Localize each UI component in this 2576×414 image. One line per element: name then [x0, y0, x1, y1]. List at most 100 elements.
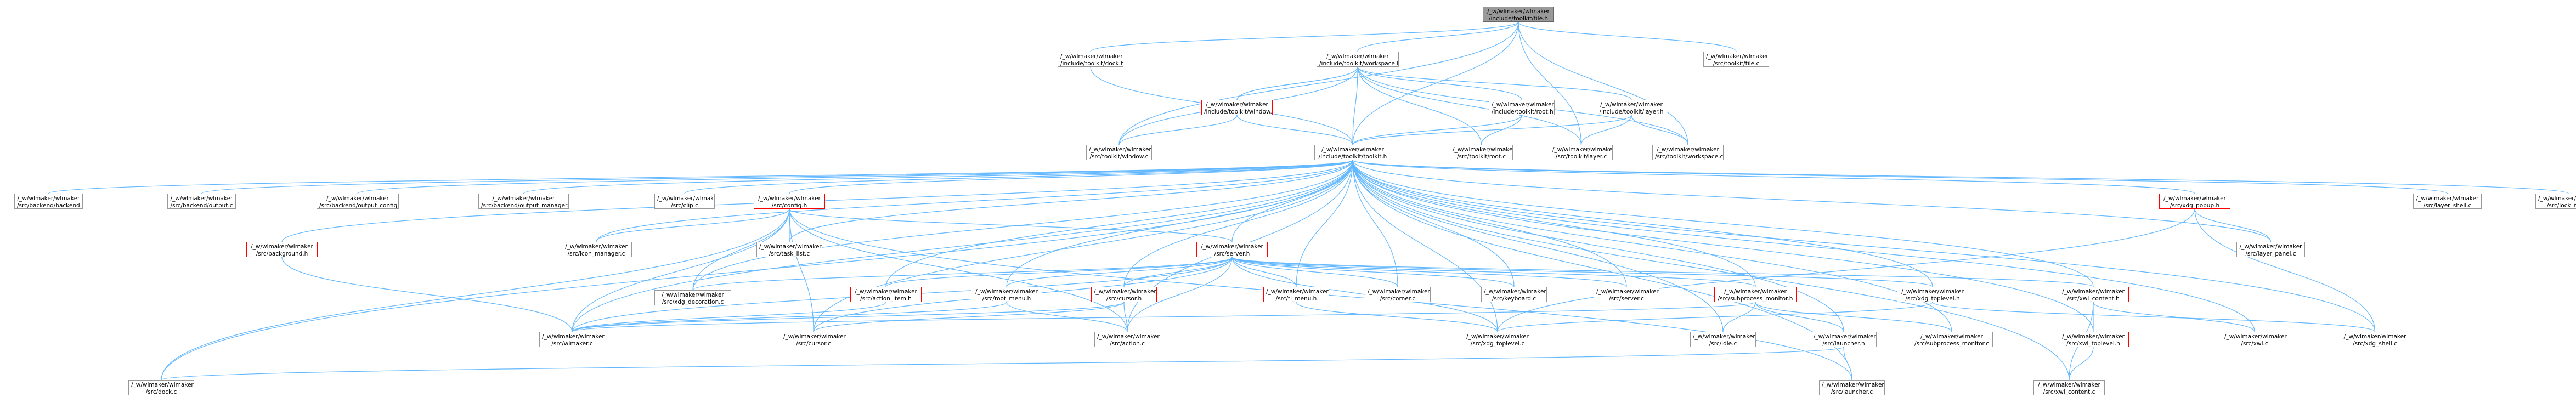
- node-layer-panel-c[interactable]: /_w/wlmaker/wlmaker/src/layer_panel.c: [2236, 242, 2305, 257]
- node-task-list-c[interactable]: /_w/wlmaker/wlmaker/src/task_list.c: [756, 242, 822, 257]
- node-cursor-c[interactable]: /_w/wlmaker/wlmaker/src/cursor.c: [781, 332, 846, 347]
- edge-layer_h-to-workspace_c: [1631, 115, 1688, 145]
- node-server-c[interactable]: /_w/wlmaker/wlmaker/src/server.c: [1594, 287, 1659, 302]
- node-file-line: /src/backend/output_config.c: [319, 202, 399, 209]
- edge-toolkit_h-to-xdg_decoration_c: [692, 160, 1353, 291]
- node-icon-manager-c[interactable]: /_w/wlmaker/wlmaker/src/icon_manager.c: [561, 242, 632, 257]
- edge-window_h-to-window_c: [1118, 115, 1238, 145]
- edge-config_h-to-cursor_c: [789, 208, 814, 332]
- edge-toolkit_h-to-keyboard_c: [1352, 160, 1515, 287]
- node-xwl-content-c[interactable]: /_w/wlmaker/wlmaker/src/xwl_content.c: [2033, 380, 2105, 395]
- node-file-line: /src/xwl.c: [2241, 341, 2268, 347]
- node-root-c[interactable]: /_w/wlmaker/wlmaker/src/toolkit/root.c: [1450, 145, 1513, 160]
- node-xdg-toplevel-h[interactable]: /_w/wlmaker/wlmaker/src/xdg_toplevel.h: [1897, 287, 1968, 302]
- node-path-line: /_w/wlmaker/wlmaker: [1453, 146, 1513, 153]
- node-path-line: /_w/wlmaker/wlmaker: [1206, 101, 1268, 108]
- node-action-c[interactable]: /_w/wlmaker/wlmaker/src/action.c: [1094, 332, 1160, 347]
- node-xwl-c[interactable]: /_w/wlmaker/wlmaker/src/xwl.c: [2222, 332, 2287, 347]
- node-path-line: /_w/wlmaker/wlmaker: [2538, 195, 2576, 202]
- edge-toolkit_h-to-output_manager_c: [523, 160, 1353, 194]
- node-file-line: /src/toolkit/tile.c: [1713, 60, 1760, 67]
- edge-workspace_h-to-layer_c: [1357, 66, 1582, 145]
- node-window-h[interactable]: /_w/wlmaker/wlmaker/include/toolkit/wind…: [1201, 100, 1273, 115]
- node-xdg-popup-h[interactable]: /_w/wlmaker/wlmaker/src/xdg_popup.h: [2159, 194, 2230, 209]
- edge-server_h-to-xdg_toplevel_h: [1231, 257, 1933, 287]
- edge-layer_h-to-layer_c: [1580, 115, 1632, 145]
- node-xwl-toplevel-h[interactable]: /_w/wlmaker/wlmaker/src/xwl_toplevel.h: [2058, 332, 2129, 347]
- node-path-line: /_w/wlmaker/wlmaker: [2239, 243, 2302, 250]
- node-file-line: /include/toolkit/toolkit.h: [1318, 154, 1387, 160]
- node-keyboard-c[interactable]: /_w/wlmaker/wlmaker/src/keyboard.c: [1481, 287, 1547, 302]
- node-file-line: /src/backend/output.c: [170, 202, 233, 209]
- node-background-h[interactable]: /_w/wlmaker/wlmaker/src/background.h: [246, 242, 318, 257]
- node-wlmaker-c[interactable]: /_w/wlmaker/wlmaker/src/wlmaker.c: [539, 332, 605, 347]
- edge-background_h-to-wlmaker_c: [281, 257, 573, 332]
- node-path-line: /_w/wlmaker/wlmaker: [17, 195, 80, 202]
- node-dock-c[interactable]: /_w/wlmaker/wlmaker/src/dock.c: [128, 380, 194, 395]
- node-path-line: /_w/wlmaker/wlmaker: [542, 333, 605, 340]
- node-path-line: /_w/wlmaker/wlmaker: [565, 243, 628, 250]
- node-xdg-decoration-c[interactable]: /_w/wlmaker/wlmaker/src/xdg_decoration.c: [654, 290, 731, 305]
- node-cursor-h[interactable]: /_w/wlmaker/wlmaker/src/cursor.h: [1091, 287, 1157, 302]
- node-root-h[interactable]: /_w/wlmaker/wlmaker/include/toolkit/root…: [1489, 100, 1555, 115]
- node-workspace-h[interactable]: /_w/wlmaker/wlmaker/include/toolkit/work…: [1317, 52, 1399, 67]
- node-root-menu-h[interactable]: /_w/wlmaker/wlmaker/src/root_menu.h: [971, 287, 1042, 302]
- node-output-config-c[interactable]: /_w/wlmaker/wlmaker/src/backend/output_c…: [317, 194, 399, 209]
- node-tl-menu-h[interactable]: /_w/wlmaker/wlmaker/src/tl_menu.h: [1263, 287, 1329, 302]
- node-corner-c[interactable]: /_w/wlmaker/wlmaker/src/corner.c: [1365, 287, 1431, 302]
- node-action-item-h[interactable]: /_w/wlmaker/wlmaker/src/action_item.h: [850, 287, 922, 302]
- node-tile-c[interactable]: /_w/wlmaker/wlmaker/src/toolkit/tile.c: [1703, 52, 1769, 67]
- edge-toolkit_h-to-cursor_h: [1123, 160, 1353, 287]
- edge-workspace_h-to-layer_h: [1357, 66, 1632, 100]
- node-layer-c[interactable]: /_w/wlmaker/wlmaker/src/toolkit/layer.c: [1550, 145, 1613, 160]
- node-launcher-c[interactable]: /_w/wlmaker/wlmaker/src/launcher.c: [1819, 380, 1885, 395]
- edge-root-to-workspace_h: [1357, 21, 1519, 52]
- edge-root-to-window_c: [1118, 21, 1519, 145]
- edge-toolkit_h-to-xdg_toplevel_h: [1352, 160, 1933, 287]
- node-path-line: /_w/wlmaker/wlmaker: [1094, 288, 1156, 295]
- node-file-line: /src/subprocess_monitor.c: [1914, 341, 1990, 347]
- node-lock-mgr-c[interactable]: /_w/wlmaker/wlmaker/src/lock_mgr.c: [2535, 194, 2576, 209]
- node-path-line: /_w/wlmaker/wlmaker: [1060, 53, 1123, 60]
- node-xdg-toplevel-c[interactable]: /_w/wlmaker/wlmaker/src/xdg_toplevel.c: [1462, 332, 1533, 347]
- edge-cursor_h-to-wlmaker_c: [572, 302, 1125, 332]
- node-subprocess-monitor-c[interactable]: /_w/wlmaker/wlmaker/src/subprocess_monit…: [1911, 332, 1993, 347]
- edge-toolkit_h-to-layer_panel_c: [1352, 160, 2272, 242]
- node-config-h[interactable]: /_w/wlmaker/wlmaker/src/config.h: [754, 194, 825, 209]
- node-server-h[interactable]: /_w/wlmaker/wlmaker/src/server.h: [1196, 242, 1268, 257]
- node-layer-h[interactable]: /_w/wlmaker/wlmaker/include/toolkit/laye…: [1596, 100, 1667, 115]
- node-path-line: /_w/wlmaker/wlmaker: [1484, 288, 1546, 295]
- edge-root_h-to-toolkit_h: [1352, 115, 1522, 145]
- node-path-line: /_w/wlmaker/wlmaker: [1201, 243, 1263, 250]
- node-subprocess-monitor-h[interactable]: /_w/wlmaker/wlmaker/src/subprocess_monit…: [1714, 287, 1797, 302]
- node-dock-h[interactable]: /_w/wlmaker/wlmaker/include/toolkit/dock…: [1058, 52, 1123, 67]
- node-output-manager-c[interactable]: /_w/wlmaker/wlmaker/src/backend/output_m…: [478, 194, 569, 209]
- edge-toolkit_h-to-server_c: [1352, 160, 1627, 287]
- edge-toolkit_h-to-xwl_toplevel_h: [1352, 160, 2094, 332]
- node-xdg-shell-c[interactable]: /_w/wlmaker/wlmaker/src/xdg_shell.c: [2341, 332, 2409, 347]
- edge-root_menu_h-to-action_c: [1006, 302, 1128, 332]
- node-window-c[interactable]: /_w/wlmaker/wlmaker/src/toolkit/window.c: [1086, 145, 1152, 160]
- node-file-line: /src/layer_panel.c: [2245, 251, 2296, 257]
- node-idle-c[interactable]: /_w/wlmaker/wlmaker/src/idle.c: [1690, 332, 1756, 347]
- edge-server_h-to-xwl_content_h: [1231, 257, 2094, 287]
- edge-toolkit_h-to-xdg_popup_h: [1352, 160, 2195, 194]
- node-layer-shell-c[interactable]: /_w/wlmaker/wlmaker/src/layer_shell.c: [2413, 194, 2482, 209]
- node-xwl-content-h[interactable]: /_w/wlmaker/wlmaker/src/xwl_content.h: [2058, 287, 2129, 302]
- node-path-line: /_w/wlmaker/wlmaker: [662, 292, 724, 298]
- edge-server_h-to-root_menu_h: [1006, 257, 1233, 287]
- node-file-line: /include/toolkit/window.h: [1204, 109, 1273, 115]
- node-output-c[interactable]: /_w/wlmaker/wlmaker/src/backend/output.c: [167, 194, 236, 209]
- node-file-line: /include/toolkit/workspace.h: [1319, 60, 1399, 67]
- node-path-line: /_w/wlmaker/wlmaker: [326, 195, 389, 202]
- edge-config_h-to-dock_c: [161, 208, 790, 381]
- node-path-line: /_w/wlmaker/wlmaker: [2416, 195, 2479, 202]
- node-backend-c[interactable]: /_w/wlmaker/wlmaker/src/backend/backend.…: [14, 194, 83, 209]
- node-toolkit-h[interactable]: /_w/wlmaker/wlmaker/include/toolkit/tool…: [1314, 145, 1391, 160]
- node-launcher-h[interactable]: /_w/wlmaker/wlmaker/src/launcher.h: [1811, 332, 1877, 347]
- node-workspace-c[interactable]: /_w/wlmaker/wlmaker/src/toolkit/workspac…: [1652, 145, 1724, 160]
- node-file-line: /src/launcher.h: [1822, 341, 1865, 347]
- edge-toolkit_h-to-xwl_c: [1352, 160, 2255, 332]
- node-clip-c[interactable]: /_w/wlmaker/wlmaker/src/clip.c: [654, 194, 715, 209]
- node-file-line: /src/background.h: [256, 251, 308, 257]
